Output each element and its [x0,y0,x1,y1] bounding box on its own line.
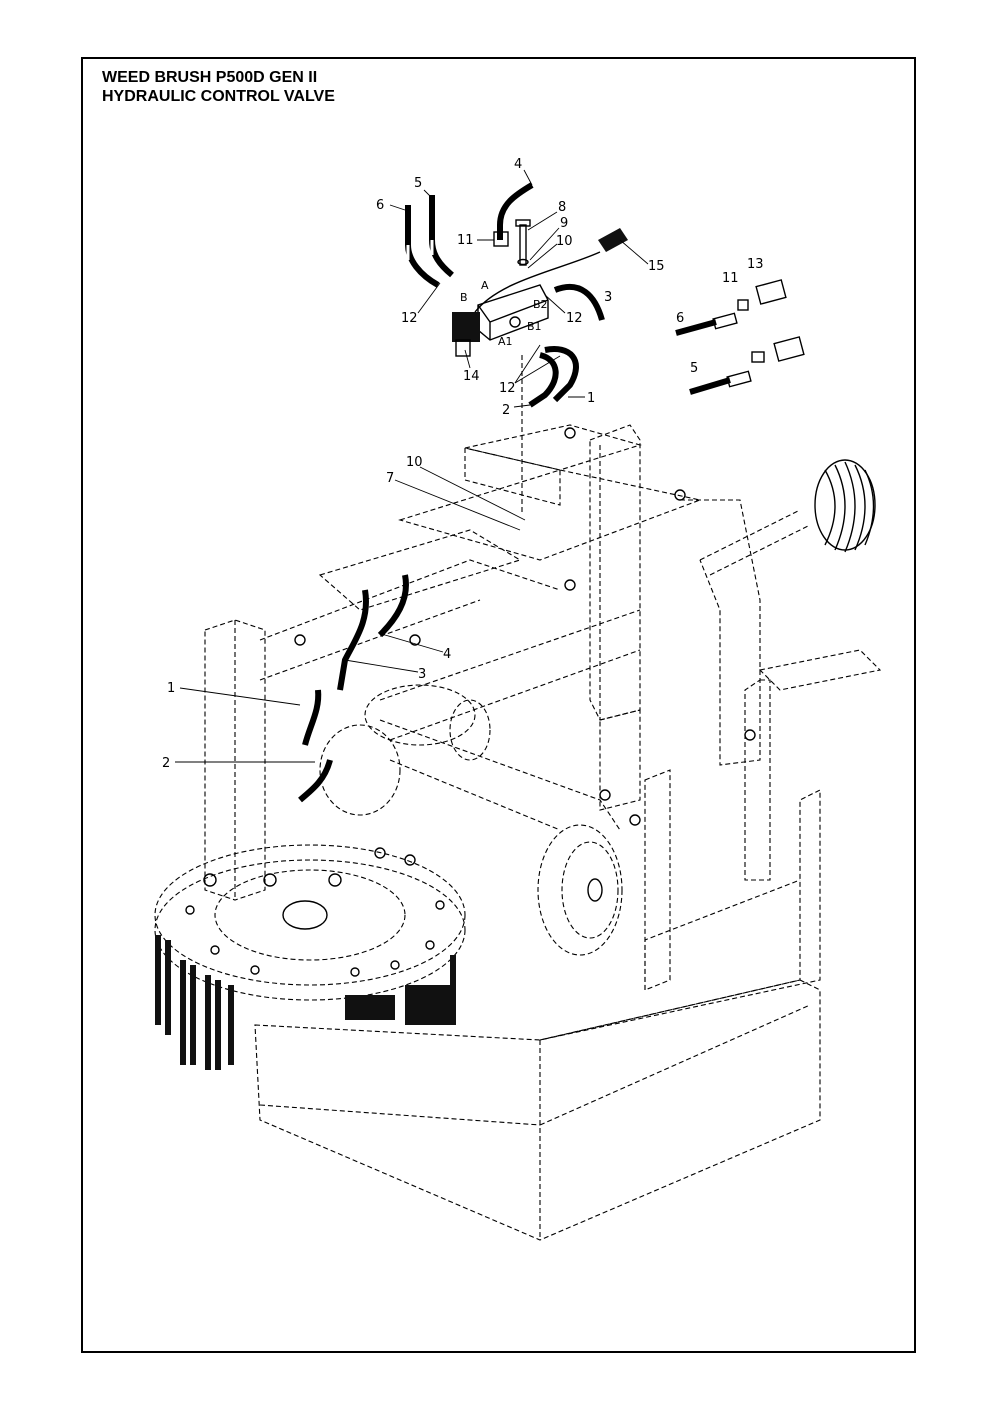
callout-11-top: 11 [457,233,474,248]
port-a1: A1 [498,335,513,348]
callout-15: 15 [648,259,665,274]
fittings-detail [675,279,805,395]
callout-3-mid: 3 [418,667,426,682]
vertical-mast [589,424,641,721]
callout-3-top: 3 [604,290,612,305]
callout-6-top: 6 [376,198,384,213]
brush-bristles [155,935,456,1070]
callout-2-top: 2 [502,403,510,418]
hose-6-detail [675,319,717,336]
port-a: A [481,279,489,292]
drawing-title: WEED BRUSH P500D GEN II HYDRAULIC CONTRO… [102,68,335,106]
brush-disc [154,844,466,986]
frame-bolts [185,427,756,977]
hose-5 [429,195,454,278]
callout-1-mid: 1 [167,681,175,696]
callout-11-right: 11 [722,271,739,286]
drawing-frame [81,57,916,1353]
installed-hose-4 [377,574,409,638]
port-b2: B2 [533,298,548,311]
callout-10-mid: 10 [406,455,423,470]
callout-7: 7 [386,471,394,486]
hose-3 [553,283,605,321]
front-shield [254,979,821,1241]
callout-13: 13 [747,257,764,272]
callout-4-top: 4 [514,157,522,172]
callout-5-right: 5 [690,361,698,376]
connector-cable [474,251,601,313]
adapter-13 [755,279,787,305]
callout-4-mid: 4 [443,647,451,662]
hose-4 [497,182,534,240]
callout-12-right: 12 [566,311,583,326]
pto-shaft-guard [814,459,876,551]
callout-6-right: 6 [676,311,684,326]
hose-2 [528,352,559,408]
control-valve-assembly [405,182,628,515]
port-b1: B1 [527,320,542,333]
solenoid-coil [452,312,480,342]
connector-plug [598,228,628,252]
installed-hoses [298,574,409,803]
installed-hose-2 [298,759,333,803]
installed-hose-1 [302,689,322,746]
support-wheel [537,824,623,956]
callout-9: 9 [560,216,568,231]
weed-brush-frame [154,424,882,1241]
callout-10-top: 10 [556,234,573,249]
callout-5-top: 5 [414,176,422,191]
callout-12-left: 12 [401,311,418,326]
callout-14: 14 [463,369,480,384]
callout-12-bottom: 12 [499,381,516,396]
hose-5-detail [689,377,731,395]
callout-2-mid: 2 [162,756,170,771]
title-line-1: WEED BRUSH P500D GEN II [102,69,318,86]
callout-labels: 4 5 6 8 9 10 11 15 3 12 12 14 12 2 1 13 … [162,157,764,771]
gearbox [319,724,401,816]
hose-1 [544,346,579,403]
callout-1-top: 1 [587,391,595,406]
port-labels: A B B2 A1 B1 [460,279,548,348]
leader-lines [175,169,649,763]
left-upright [204,619,266,901]
title-line-2: HYDRAULIC CONTROL VALVE [102,88,335,105]
port-b: B [460,291,468,304]
callout-8: 8 [558,200,566,215]
